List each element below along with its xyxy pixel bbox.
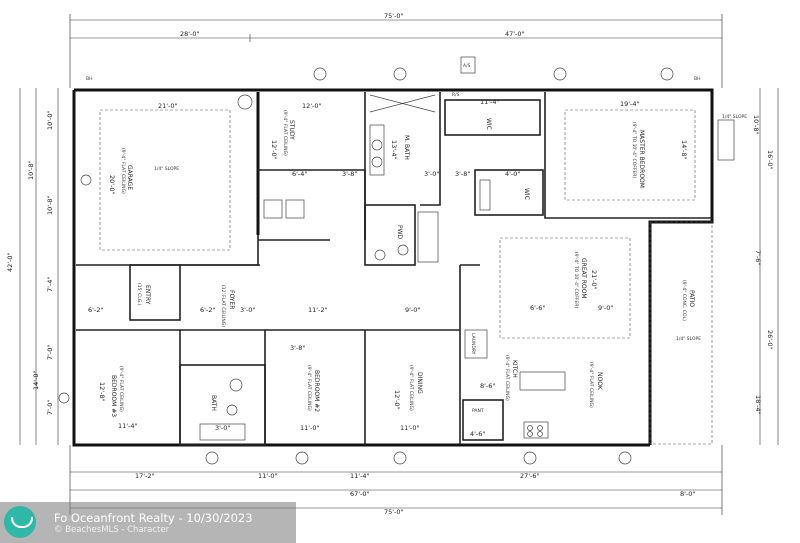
- foyer-sub: (12' FLAT CEILING): [220, 285, 226, 327]
- dim-d7: 9'-0": [405, 306, 420, 314]
- entry-sub: (15' CLG.): [136, 283, 142, 306]
- kitchen-label: KITCH: [511, 360, 518, 378]
- dim-d1: 6'-4": [292, 170, 307, 178]
- right-dim-d: 18'-4": [754, 395, 762, 415]
- watermark-line2: © BeachesMLS - Character: [54, 525, 170, 535]
- foyer-label: FOYER: [228, 290, 235, 309]
- garage-height: 20'-0": [108, 175, 116, 195]
- nook-sub: (9'-4" FLAT CEILING): [588, 362, 594, 408]
- pantry-label: PANT: [472, 408, 484, 414]
- master-width: 19'-4": [620, 100, 640, 108]
- study-height: 12'-0": [270, 140, 278, 160]
- wic2-label: WIC: [523, 188, 530, 200]
- overall-bottom-dim: 75'-0": [384, 508, 404, 516]
- dim-d10: 3'-0": [240, 306, 255, 314]
- top-dim-b: 47'-0": [505, 30, 525, 38]
- dim-d8: 11'-2": [308, 306, 328, 314]
- bottom-dim-a: 17'-2": [135, 472, 155, 480]
- left-dim-d: 7'-0": [46, 345, 54, 360]
- bed2-sub: (9'-4" FLAT CEILING): [306, 365, 312, 411]
- wic-width: 11'-4": [480, 98, 500, 106]
- exterior-wall-left-bottom: [72, 90, 650, 447]
- overall-top-dim: 75'-0": [384, 12, 404, 20]
- great-sub: (9'-4" TO 10'-4" COFFER): [573, 252, 579, 308]
- pwd-label: PWD: [396, 225, 403, 240]
- dim-d9: 6'-2": [88, 306, 103, 314]
- master-height: 14'-8": [680, 140, 688, 160]
- dim-d5: 3'-0": [424, 170, 439, 178]
- left-dim-a: 10'-0": [46, 110, 54, 130]
- garage-width: 21'-0": [158, 102, 178, 110]
- bh-marker-right: BH: [694, 76, 700, 82]
- master-label: MASTER BEDROOM: [638, 130, 645, 188]
- bed2-dim: 3'-8": [290, 344, 305, 352]
- study-sub: (9'-4" FLAT CEILING): [282, 110, 288, 156]
- study-label: STUDY: [288, 120, 295, 140]
- bottom-dim-d: 27'-6": [520, 472, 540, 480]
- bed3-label: BEDROOM #3: [110, 375, 117, 417]
- garage-label: GARAGE: [126, 165, 133, 190]
- watermark-line1: Fo Oceanfront Realty - 10/30/2023: [54, 511, 253, 525]
- dim-d11: 6'-6": [530, 304, 545, 312]
- dim-d2: 3'-8": [342, 170, 357, 178]
- entry-label: ENTRY: [144, 285, 151, 305]
- dining-label: DINING: [416, 372, 423, 394]
- m-bath-label: M. BATH: [403, 135, 410, 160]
- bottom-dim-total: 67'-0": [350, 490, 370, 498]
- dining-sub: (9'-4" FLAT CEILING): [408, 365, 414, 411]
- bottom-dim-b: 11'-0": [258, 472, 278, 480]
- right-dim-a: 16'-0": [766, 150, 774, 170]
- dim-d4: 4'-0": [505, 170, 520, 178]
- bed3-dim: 12'-8": [98, 382, 106, 402]
- study-width: 12'-0": [302, 102, 322, 110]
- dining-width: 11'-0": [400, 424, 420, 432]
- garage-sub: (9'-4" FLAT CEILING): [120, 148, 126, 194]
- patio-outline: [649, 221, 713, 445]
- dim-d12: 9'-0": [598, 304, 613, 312]
- master-sub: (9'-4" TO 10'-4" COFFER): [631, 122, 637, 178]
- great-width: 21'-0": [590, 270, 598, 290]
- garage-slope: 1/4" SLOPE: [154, 166, 179, 172]
- left-dim-e: 14'-0": [32, 370, 40, 390]
- left-dim-1: 10'-8": [27, 160, 35, 180]
- pantry-dim: 4'-6": [470, 430, 485, 438]
- bed2-label: BEDROOM #2: [313, 370, 320, 412]
- bath-dim: 3'-0": [215, 424, 230, 432]
- rs-marker: R/S: [452, 92, 460, 98]
- right-dim-b: 7'-6": [754, 250, 762, 265]
- dim-d9b: 6'-2": [200, 306, 215, 314]
- bh-marker-left: BH: [86, 76, 92, 82]
- right-dim-c: 26'-0": [766, 330, 774, 350]
- bed3-sub: (9'-4" FLAT CEILING): [118, 366, 124, 412]
- bed2-width: 11'-0": [300, 424, 320, 432]
- bottom-dim-patio: 8'-0": [680, 490, 695, 498]
- dim-d17: 13'-4": [390, 140, 398, 160]
- bed3-width: 11'-4": [118, 422, 138, 430]
- left-dim-d2: 7'-0": [46, 400, 54, 415]
- dining-dim: 12'-0": [393, 390, 401, 410]
- dim-d6: 3'-8": [455, 170, 470, 178]
- slope-marker-right: 1/4" SLOPE: [722, 114, 747, 120]
- kitchen-sub: (9'-4" FLAT CEILING): [504, 355, 510, 401]
- laundry-label: LAUNDRY: [470, 333, 476, 355]
- right-dim-e: 10'-8": [752, 115, 760, 135]
- bottom-dim-c: 11'-4": [350, 472, 370, 480]
- wic-label: WIC: [485, 118, 492, 130]
- watermark: Fo Oceanfront Realty - 10/30/2023 © Beac…: [0, 502, 296, 543]
- patio-sub: (9'-4" CONC. COL): [681, 280, 687, 321]
- overall-left-dim: 42'-0": [6, 252, 14, 272]
- patio-slope: 1/4" SLOPE: [676, 336, 701, 342]
- kitchen-dim: 8'-6": [480, 382, 495, 390]
- bath-label: BATH: [210, 395, 217, 411]
- top-dim-a: 28'-0": [180, 30, 200, 38]
- left-dim-b: 10'-8": [46, 195, 54, 215]
- nook-label: NOOK: [596, 372, 603, 391]
- great-label: GREAT ROOM: [580, 258, 587, 299]
- left-dim-c: 7'-4": [46, 277, 54, 292]
- oceanfront-logo-icon: [4, 506, 36, 538]
- as-marker: A/S: [463, 63, 471, 69]
- patio-label: PATIO: [688, 290, 695, 307]
